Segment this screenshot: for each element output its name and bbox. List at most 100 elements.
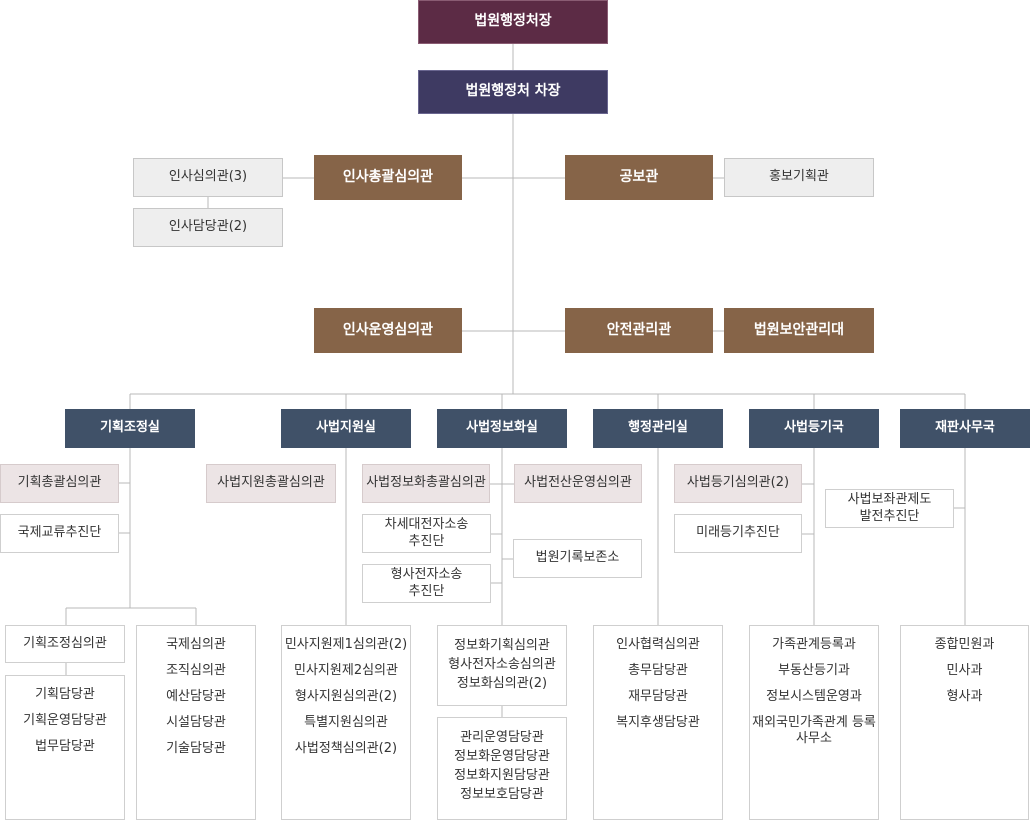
- list-item[interactable]: 재외국민가족관계 등록사무소: [750, 715, 878, 747]
- it-review-list: 정보화기획심의관 형사전자소송심의관 정보화심의관(2): [437, 625, 567, 706]
- list-item[interactable]: 형사과: [946, 689, 983, 704]
- archives-label: 법원기록보존소: [535, 550, 620, 566]
- it-officers-list: 관리운영담당관 정보화운영담당관 정보화지원담당관 정보보호담당관: [437, 717, 567, 820]
- archives-box[interactable]: 법원기록보존소: [513, 539, 642, 578]
- judicial-assistant-box[interactable]: 사법보좌관제도 발전추진단: [825, 489, 954, 528]
- hr-ops-label: 인사운영심의관: [342, 321, 434, 338]
- dept-planning-label: 기획조정실: [100, 420, 160, 436]
- list-item[interactable]: 형사전자소송심의관: [448, 657, 556, 672]
- deputy-box[interactable]: 법원행정처 차장: [418, 70, 608, 114]
- list-item[interactable]: 관리운영담당관: [460, 730, 544, 745]
- overseas-registry-line2: 등록사무소: [796, 715, 876, 746]
- hr-review-box[interactable]: 인사심의관(3): [133, 158, 283, 197]
- list-item[interactable]: 종합민원과: [934, 637, 995, 652]
- admin-list: 인사협력심의관 총무담당관 재무담당관 복지후생담당관: [593, 625, 723, 820]
- list-item[interactable]: 총무담당관: [628, 663, 688, 678]
- criminal-ecourt-line2: 추진단: [408, 583, 445, 599]
- list-item[interactable]: 정보화심의관(2): [456, 676, 548, 691]
- judicial-support-list: 민사지원제1심의관(2) 민사지원제2심의관 형사지원심의관(2) 특별지원심의…: [281, 625, 411, 820]
- it-ops-label: 사법전산운영심의관: [524, 475, 632, 491]
- pr-planning-box[interactable]: 홍보기획관: [724, 158, 874, 197]
- hr-officer-box[interactable]: 인사담당관(2): [133, 208, 283, 247]
- judicial-support-general-box[interactable]: 사법지원총괄심의관: [206, 464, 336, 503]
- dept-judicial-support[interactable]: 사법지원실: [281, 409, 411, 448]
- overseas-registry-line1: 재외국민가족관계: [752, 715, 848, 730]
- list-item[interactable]: 기술담당관: [166, 741, 226, 756]
- list-item[interactable]: 기획운영담당관: [23, 713, 107, 728]
- list-item[interactable]: 조직심의관: [166, 663, 226, 678]
- dept-it[interactable]: 사법정보화실: [437, 409, 567, 448]
- planning-coord-box[interactable]: 기획조정심의관: [5, 625, 125, 663]
- list-item[interactable]: 특별지원심의관: [304, 715, 388, 730]
- dept-admin-label: 행정관리실: [628, 420, 688, 436]
- registry-review-box[interactable]: 사법등기심의관(2): [674, 464, 802, 503]
- list-item[interactable]: 사법정책심의관(2): [294, 741, 398, 756]
- registry-review-label: 사법등기심의관(2): [686, 475, 790, 491]
- list-item[interactable]: 복지후생담당관: [616, 715, 700, 730]
- judicial-assistant-line1: 사법보좌관제도: [847, 492, 932, 508]
- judicial-assistant-line2: 발전추진단: [859, 508, 920, 524]
- list-item[interactable]: 정보화기획심의관: [454, 638, 550, 653]
- court-affairs-list: 종합민원과 민사과 형사과: [900, 625, 1029, 820]
- dept-court-affairs-label: 재판사무국: [935, 420, 995, 436]
- list-item[interactable]: 시설담당관: [166, 715, 226, 730]
- list-item[interactable]: 부동산등기과: [778, 663, 850, 678]
- dept-court-affairs[interactable]: 재판사무국: [900, 409, 1030, 448]
- dept-it-label: 사법정보화실: [466, 420, 538, 436]
- dept-planning[interactable]: 기획조정실: [65, 409, 195, 448]
- hr-officer-label: 인사담당관(2): [168, 219, 248, 235]
- it-ops-box[interactable]: 사법전산운영심의관: [514, 464, 642, 503]
- planning-general-box[interactable]: 기획총괄심의관: [0, 464, 119, 503]
- list-item[interactable]: 정보화지원담당관: [454, 768, 550, 783]
- safety-box[interactable]: 안전관리관: [565, 308, 713, 353]
- planning-coord-label: 기획조정심의관: [23, 635, 107, 651]
- next-ecourt-line2: 추진단: [408, 533, 445, 549]
- criminal-ecourt-box[interactable]: 형사전자소송 추진단: [362, 564, 491, 603]
- pr-box[interactable]: 공보관: [565, 155, 713, 200]
- next-ecourt-box[interactable]: 차세대전자소송 추진단: [362, 514, 491, 553]
- future-registry-label: 미래등기추진단: [696, 525, 780, 541]
- list-item[interactable]: 법무담당관: [35, 739, 95, 754]
- chief-label: 법원행정처장: [474, 13, 552, 30]
- planning-other-list: 국제심의관 조직심의관 예산담당관 시설담당관 기술담당관: [136, 625, 256, 820]
- security-box[interactable]: 법원보안관리대: [724, 308, 874, 353]
- security-label: 법원보안관리대: [753, 321, 845, 338]
- list-item[interactable]: 형사지원심의관(2): [294, 689, 398, 704]
- hr-review-label: 인사심의관(3): [168, 169, 248, 185]
- it-general-box[interactable]: 사법정보화총괄심의관: [362, 464, 490, 503]
- list-item[interactable]: 정보화운영담당관: [454, 749, 550, 764]
- intl-exchange-box[interactable]: 국제교류추진단: [0, 514, 119, 553]
- list-item[interactable]: 기획담당관: [35, 687, 95, 702]
- pr-planning-label: 홍보기획관: [769, 169, 829, 185]
- it-general-label: 사법정보화총괄심의관: [366, 475, 486, 491]
- dept-registry-label: 사법등기국: [784, 420, 844, 436]
- registry-list: 가족관계등록과 부동산등기과 정보시스템운영과 재외국민가족관계 등록사무소: [749, 625, 879, 820]
- hr-ops-box[interactable]: 인사운영심의관: [314, 308, 462, 353]
- list-item[interactable]: 민사과: [946, 663, 983, 678]
- dept-registry[interactable]: 사법등기국: [749, 409, 879, 448]
- planning-general-label: 기획총괄심의관: [17, 475, 102, 491]
- list-item[interactable]: 재무담당관: [628, 689, 688, 704]
- hr-general-box[interactable]: 인사총괄심의관: [314, 155, 462, 200]
- next-ecourt-line1: 차세대전자소송: [384, 517, 469, 533]
- dept-judicial-support-label: 사법지원실: [316, 420, 376, 436]
- intl-exchange-label: 국제교류추진단: [17, 525, 102, 541]
- list-item[interactable]: 가족관계등록과: [772, 637, 856, 652]
- list-item[interactable]: 정보시스템운영과: [766, 689, 862, 704]
- list-item[interactable]: 정보보호담당관: [460, 787, 544, 802]
- list-item[interactable]: 민사지원제2심의관: [294, 663, 398, 678]
- list-item[interactable]: 민사지원제1심의관(2): [284, 637, 408, 652]
- safety-label: 안전관리관: [606, 321, 672, 338]
- criminal-ecourt-line1: 형사전자소송: [390, 567, 463, 583]
- deputy-label: 법원행정처 차장: [465, 83, 561, 100]
- future-registry-box[interactable]: 미래등기추진단: [674, 514, 802, 553]
- dept-admin[interactable]: 행정관리실: [593, 409, 723, 448]
- list-item[interactable]: 국제심의관: [166, 637, 226, 652]
- pr-label: 공보관: [619, 168, 659, 185]
- list-item[interactable]: 예산담당관: [166, 689, 226, 704]
- hr-general-label: 인사총괄심의관: [342, 168, 434, 185]
- chief-box[interactable]: 법원행정처장: [418, 0, 608, 44]
- list-item[interactable]: 인사협력심의관: [616, 637, 700, 652]
- planning-officers-list: 기획담당관 기획운영담당관 법무담당관: [5, 675, 125, 820]
